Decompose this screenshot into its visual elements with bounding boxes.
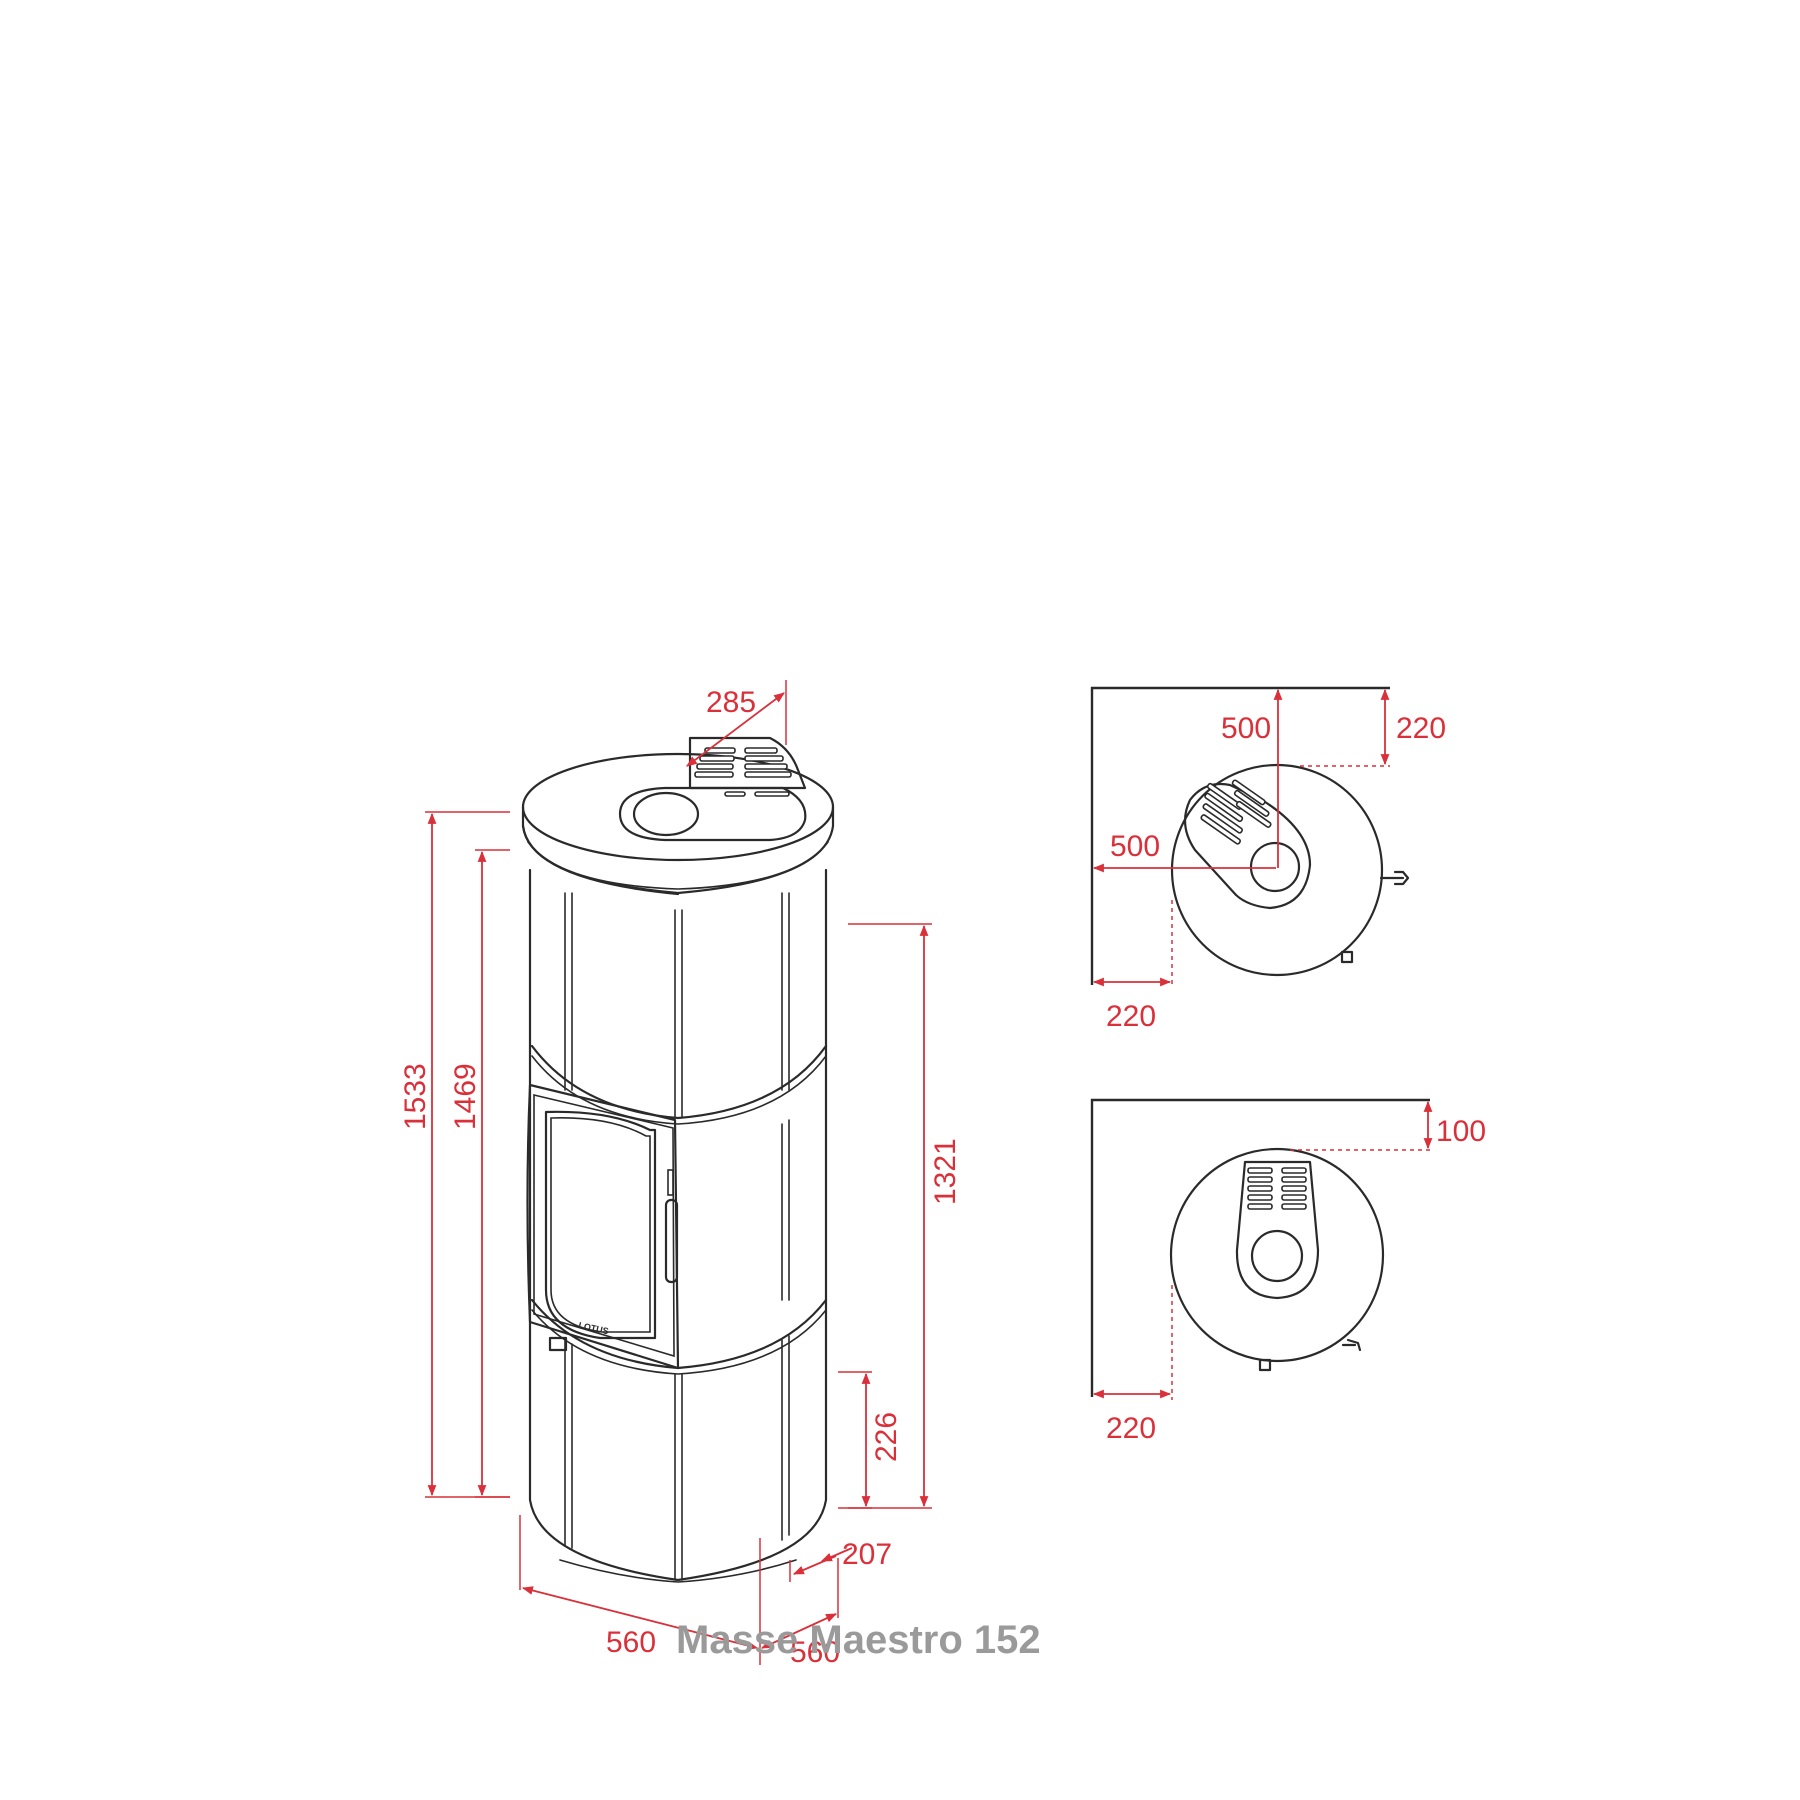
- dim-label-height-to-top: 1469: [449, 1063, 482, 1130]
- dim-top-outlet-offset: 285: [686, 680, 787, 767]
- side-knob-2: [1341, 1338, 1362, 1352]
- dim-label-wall-distance-top-2: 100: [1436, 1115, 1486, 1148]
- door-handle: [664, 1198, 679, 1284]
- dim-label-wall-distance-left-1: 220: [1106, 1000, 1156, 1033]
- flue-outlet-oval: [618, 786, 807, 842]
- wall-corner-2: [1090, 1098, 1430, 1397]
- product-caption: Masse Maestro 152: [676, 1618, 1041, 1662]
- stove-plan-diagonal: [1170, 763, 1410, 977]
- dim-rear-inlet-offset: 207: [789, 1538, 892, 1582]
- dim-total-height: 1533: [399, 811, 510, 1498]
- dim-depth: 560: [761, 1558, 840, 1669]
- dim-label-rear-inlet-offset: 207: [842, 1538, 892, 1571]
- stove-top-plate: [521, 752, 835, 896]
- dim-label-total-height: 1533: [399, 1063, 432, 1130]
- dim-width: 560: [519, 1515, 761, 1665]
- dim-outlet-height: 1321: [848, 923, 962, 1509]
- top-vent-grille: [688, 736, 807, 797]
- dim-inlet-height: 226: [838, 1371, 903, 1509]
- ash-lever: [548, 1336, 568, 1352]
- dim-label-width: 560: [606, 1626, 656, 1659]
- corner-view-straight: 100 220: [1090, 1098, 1486, 1445]
- stove-door: LOTUS: [526, 1083, 680, 1370]
- corner-view-diagonal: 500 220 500 220: [1090, 686, 1446, 1033]
- dim-label-top-outlet-offset: 285: [706, 686, 756, 719]
- dim-label-depth: 560: [790, 1636, 840, 1669]
- dim-label-outlet-height: 1321: [929, 1138, 962, 1205]
- stove-body: [528, 868, 828, 1583]
- dim-label-inlet-height: 226: [870, 1412, 903, 1462]
- side-knob-1: [1379, 870, 1410, 886]
- dim-label-flue-offset-vertical: 500: [1221, 712, 1271, 745]
- front-view: LOTUS 1533 1469 1321 226: [399, 680, 962, 1669]
- dim-label-flue-offset-horizontal: 500: [1110, 830, 1160, 863]
- stove-plan-straight: [1169, 1147, 1385, 1372]
- dim-label-wall-distance-top-1: 220: [1396, 712, 1446, 745]
- dim-height-to-top: 1469: [449, 849, 510, 1498]
- bottom-knob-1: [1340, 950, 1354, 964]
- bottom-knob-2: [1258, 1358, 1272, 1372]
- wall-corner-1: [1090, 686, 1390, 985]
- dim-label-wall-distance-left-2: 220: [1106, 1412, 1156, 1445]
